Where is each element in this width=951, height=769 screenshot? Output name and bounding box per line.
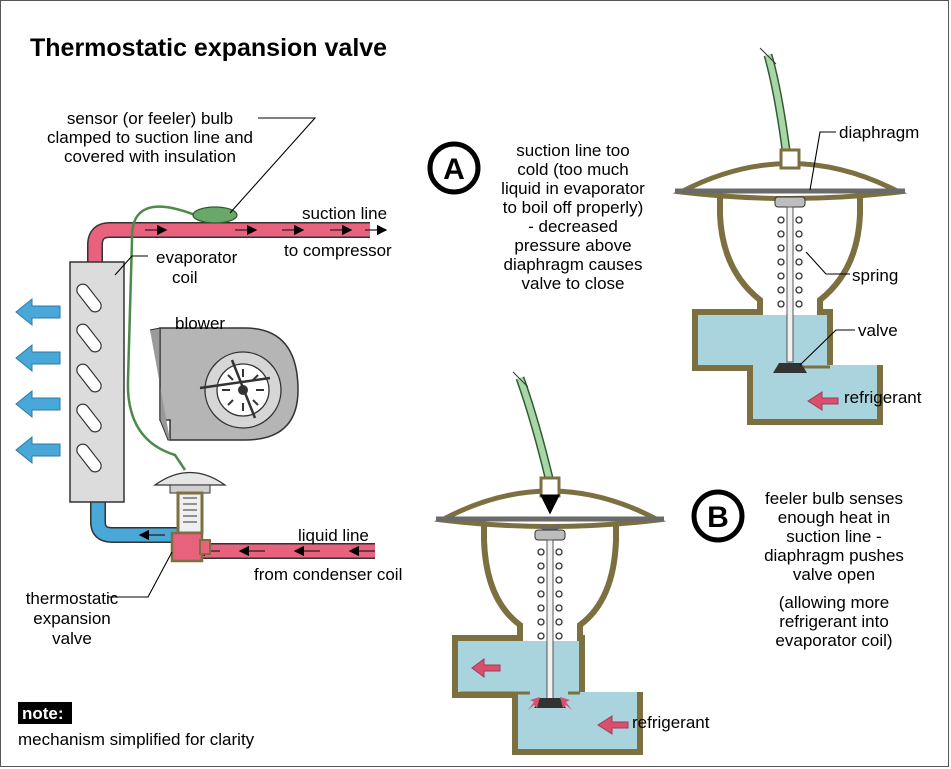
svg-text:covered with insulation: covered with insulation xyxy=(64,147,236,166)
blower-label: blower xyxy=(175,314,225,333)
svg-text:suction line -: suction line - xyxy=(786,527,881,546)
valve-a-leaders xyxy=(799,131,855,366)
note-badge xyxy=(18,702,72,724)
spring-label: spring xyxy=(852,266,898,285)
suction-line-label: suction line xyxy=(302,204,387,223)
svg-text:valve: valve xyxy=(52,629,92,648)
evaporator-coil-label: evaporator coil xyxy=(156,248,238,287)
svg-text:valve to close: valve to close xyxy=(522,274,625,293)
svg-text:diaphragm pushes: diaphragm pushes xyxy=(764,546,904,565)
svg-text:coil: coil xyxy=(172,268,198,287)
svg-text:liquid in evaporator: liquid in evaporator xyxy=(501,179,645,198)
liquid-line-label: liquid line xyxy=(298,526,369,545)
svg-text:suction line too: suction line too xyxy=(516,141,629,160)
svg-text:evaporator coil): evaporator coil) xyxy=(775,631,892,650)
sensor-bulb xyxy=(192,206,238,224)
note-label: note: xyxy=(22,704,64,723)
coil-fins xyxy=(76,283,102,473)
panel-b-badge: B xyxy=(691,489,745,543)
svg-text:A: A xyxy=(443,153,465,186)
panel-a-text: suction line too cold (too much liquid i… xyxy=(501,141,645,293)
expansion-valve-small xyxy=(152,472,228,563)
svg-text:B: B xyxy=(707,501,729,534)
note-text: mechanism simplified for clarity xyxy=(18,730,255,749)
leader-lines xyxy=(108,117,317,598)
svg-text:to boil off properly): to boil off properly) xyxy=(503,198,643,217)
capillary-tube xyxy=(126,205,196,471)
panel-b-text: feeler bulb senses enough heat in suctio… xyxy=(764,489,904,650)
from-condenser-label: from condenser coil xyxy=(254,565,402,584)
valve-b xyxy=(433,371,667,755)
blower xyxy=(149,327,299,441)
svg-text:(allowing more: (allowing more xyxy=(779,593,890,612)
svg-text:refrigerant into: refrigerant into xyxy=(779,612,889,631)
system-diagram xyxy=(15,117,388,598)
valve-label: valve xyxy=(858,321,898,340)
thermostatic-valve-label: thermostatic expansion valve xyxy=(26,589,119,648)
svg-text:diaphragm causes: diaphragm causes xyxy=(504,255,643,274)
panel-a-badge: A xyxy=(427,141,481,195)
refrigerant-a-label: refrigerant xyxy=(844,388,922,407)
air-flow-arrows xyxy=(15,297,61,465)
svg-text:evaporator: evaporator xyxy=(156,248,238,267)
diaphragm-label: diaphragm xyxy=(839,123,919,142)
svg-text:sensor (or feeler) bulb: sensor (or feeler) bulb xyxy=(67,109,233,128)
to-compressor-label: to compressor xyxy=(284,241,392,260)
svg-text:pressure above: pressure above xyxy=(514,236,631,255)
svg-text:enough heat in: enough heat in xyxy=(778,508,891,527)
page-title: Thermostatic expansion valve xyxy=(30,34,387,62)
svg-text:cold (too much: cold (too much xyxy=(517,160,629,179)
svg-text:feeler bulb senses: feeler bulb senses xyxy=(765,489,903,508)
svg-text:valve open: valve open xyxy=(793,565,875,584)
svg-text:clamped to suction line and: clamped to suction line and xyxy=(47,128,253,147)
refrigerant-b-label: refrigerant xyxy=(632,713,710,732)
svg-text:expansion: expansion xyxy=(33,609,111,628)
svg-text:- decreased: - decreased xyxy=(528,217,618,236)
sensor-bulb-label: sensor (or feeler) bulb clamped to sucti… xyxy=(47,109,253,166)
valve-a xyxy=(672,47,908,425)
svg-text:thermostatic: thermostatic xyxy=(26,589,119,608)
